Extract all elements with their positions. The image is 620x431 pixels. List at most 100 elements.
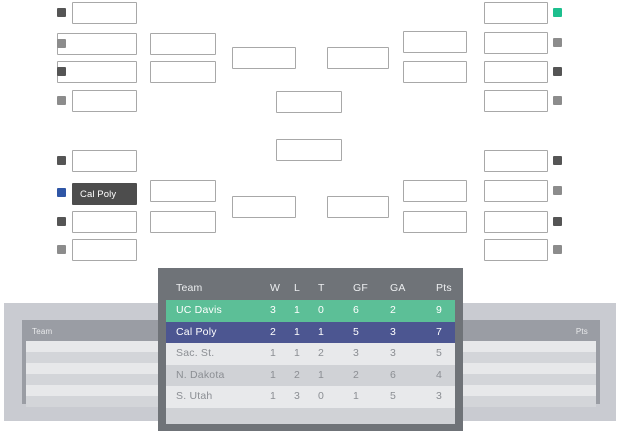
cell-ties: 0 bbox=[318, 304, 325, 316]
cell-points: 7 bbox=[436, 325, 443, 338]
bracket-slot-l-r2-1[interactable] bbox=[150, 33, 216, 55]
bracket-slot-rb-r1-4[interactable] bbox=[484, 239, 548, 261]
bracket-slot-r-r1-2[interactable] bbox=[484, 32, 548, 54]
cell-goals-against: 3 bbox=[390, 325, 397, 338]
bracket-slot-l-r2-2[interactable] bbox=[150, 61, 216, 83]
cell-goals-against: 5 bbox=[390, 390, 397, 402]
cell-ties: 1 bbox=[318, 368, 325, 381]
standings-table-header: Team W L T GF GA Pts bbox=[166, 276, 455, 300]
seed-marker-m-l-1 bbox=[57, 8, 66, 17]
bracket-slot-b-r2-2[interactable] bbox=[150, 211, 216, 233]
header-losses: L bbox=[294, 282, 301, 294]
cell-goals-for: 2 bbox=[353, 368, 360, 381]
bracket-slot-l-r1-1[interactable] bbox=[72, 2, 137, 24]
seed-marker-m-r-2 bbox=[553, 38, 562, 47]
seed-marker-m-rb-1 bbox=[553, 156, 562, 165]
bracket-slot-r-r1-1[interactable] bbox=[484, 2, 548, 24]
cell-goals-against: 6 bbox=[390, 368, 397, 381]
header-wins: W bbox=[270, 282, 281, 294]
cell-losses: 2 bbox=[294, 368, 301, 381]
cell-team: Sac. St. bbox=[176, 347, 215, 359]
cell-wins: 1 bbox=[270, 347, 277, 359]
cell-losses: 1 bbox=[294, 304, 301, 316]
bracket-slot-r-r1-4[interactable] bbox=[484, 90, 548, 112]
seed-marker-m-b-3 bbox=[57, 217, 66, 226]
cell-losses: 1 bbox=[294, 325, 301, 338]
cell-points: 5 bbox=[436, 347, 443, 359]
seed-marker-m-b-1 bbox=[57, 156, 66, 165]
tournament-bracket: Cal Poly bbox=[57, 2, 562, 261]
seed-marker-m-rb-2 bbox=[553, 186, 562, 195]
cell-losses: 1 bbox=[294, 347, 301, 359]
bracket-slot-label: Cal Poly bbox=[80, 189, 117, 200]
bracket-slot-b-r2-1[interactable] bbox=[150, 180, 216, 202]
bracket-slot-rb-r2-1[interactable] bbox=[403, 180, 467, 202]
cell-ties: 1 bbox=[318, 325, 325, 338]
cell-ties: 2 bbox=[318, 347, 325, 359]
bracket-slot-rb-r3-1[interactable] bbox=[327, 196, 389, 218]
seed-marker-m-rb-4 bbox=[553, 245, 562, 254]
background-header-pts: Pts bbox=[575, 327, 588, 336]
cell-team: S. Utah bbox=[176, 390, 213, 402]
cell-points: 3 bbox=[436, 390, 443, 402]
seed-marker-m-rb-3 bbox=[553, 217, 562, 226]
header-goals-for: GF bbox=[353, 282, 368, 294]
bracket-slot-l-r1-4[interactable] bbox=[72, 90, 137, 112]
cell-team: UC Davis bbox=[176, 304, 222, 316]
cell-goals-against: 3 bbox=[390, 347, 397, 359]
bracket-slot-l-r3-1[interactable] bbox=[232, 47, 296, 69]
bracket-slot-b-r1-1[interactable] bbox=[72, 150, 137, 172]
bracket-slot-rb-r1-1[interactable] bbox=[484, 150, 548, 172]
bracket-slot-l-r4-1[interactable] bbox=[276, 91, 342, 113]
seed-marker-m-l-4 bbox=[57, 96, 66, 105]
bracket-slot-b-r1-4[interactable] bbox=[72, 239, 137, 261]
header-ties: T bbox=[318, 282, 325, 294]
cell-points: 4 bbox=[436, 368, 443, 381]
seed-marker-m-l-3 bbox=[57, 67, 66, 76]
table-row[interactable]: Sac. St. 1 1 2 3 3 5 bbox=[166, 343, 455, 365]
cell-goals-for: 6 bbox=[353, 304, 360, 316]
cell-team: Cal Poly bbox=[176, 325, 217, 338]
cell-wins: 1 bbox=[270, 368, 277, 381]
bracket-slot-r-r2-2[interactable] bbox=[403, 61, 467, 83]
cell-points: 9 bbox=[436, 304, 443, 316]
table-row[interactable]: N. Dakota 1 2 1 2 6 4 bbox=[166, 364, 455, 386]
cell-wins: 1 bbox=[270, 390, 277, 402]
standings-table-empty-row bbox=[166, 407, 455, 424]
cell-team: N. Dakota bbox=[176, 368, 225, 381]
table-row[interactable]: Cal Poly 2 1 1 5 3 7 bbox=[166, 321, 455, 343]
bracket-slot-r-r3-1[interactable] bbox=[327, 47, 389, 69]
bracket-slot-b-r4-1[interactable] bbox=[276, 139, 342, 161]
bracket-slot-b-r1-2[interactable]: Cal Poly bbox=[72, 183, 137, 205]
cell-goals-for: 3 bbox=[353, 347, 360, 359]
bracket-slot-b-r1-3[interactable] bbox=[72, 211, 137, 233]
background-header-team: Team bbox=[32, 327, 53, 336]
cell-wins: 3 bbox=[270, 304, 277, 316]
cell-losses: 3 bbox=[294, 390, 301, 402]
seed-marker-m-r-4 bbox=[553, 96, 562, 105]
seed-marker-m-b-2 bbox=[57, 188, 66, 197]
cell-goals-for: 5 bbox=[353, 325, 360, 338]
bracket-slot-rb-r1-3[interactable] bbox=[484, 211, 548, 233]
seed-marker-m-l-2 bbox=[57, 39, 66, 48]
bracket-slot-b-r3-1[interactable] bbox=[232, 196, 296, 218]
seed-marker-m-r-3 bbox=[553, 67, 562, 76]
header-goals-against: GA bbox=[390, 282, 406, 294]
cell-wins: 2 bbox=[270, 325, 277, 338]
bracket-slot-rb-r2-2[interactable] bbox=[403, 211, 467, 233]
seed-marker-m-b-4 bbox=[57, 245, 66, 254]
bracket-slot-r-r1-3[interactable] bbox=[484, 61, 548, 83]
bracket-slot-l-r1-2[interactable] bbox=[57, 33, 137, 55]
bracket-slot-l-r1-3[interactable] bbox=[57, 61, 137, 83]
bracket-slot-rb-r1-2[interactable] bbox=[484, 180, 548, 202]
header-team: Team bbox=[176, 282, 203, 294]
bracket-slot-r-r2-1[interactable] bbox=[403, 31, 467, 53]
seed-marker-m-r-1 bbox=[553, 8, 562, 17]
header-points: Pts bbox=[436, 282, 452, 294]
